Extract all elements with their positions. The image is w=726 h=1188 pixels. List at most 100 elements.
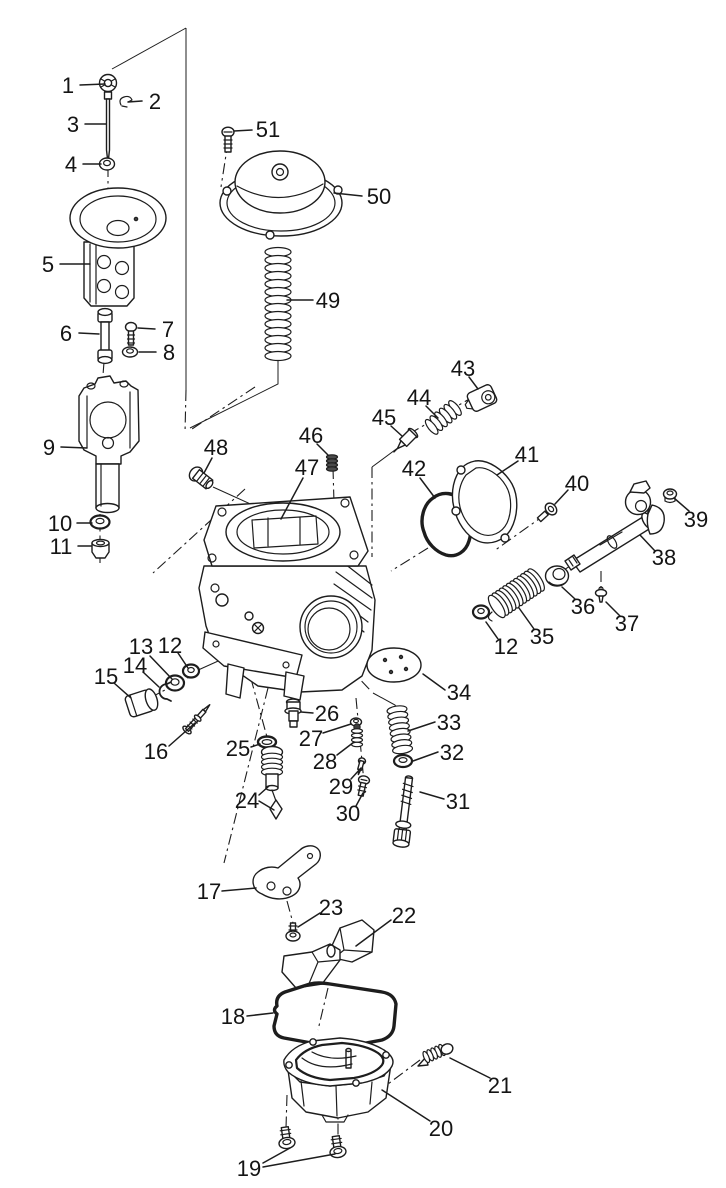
callout-43: 43 <box>451 356 479 390</box>
valve-spring-part <box>424 400 462 435</box>
callout-label-41: 41 <box>515 442 539 467</box>
shaft-nut-part <box>662 488 678 504</box>
needle-valve-part <box>393 427 419 453</box>
callout-49: 49 <box>286 288 340 313</box>
carburetor-body-part <box>198 496 376 701</box>
callout-label-37: 37 <box>615 611 639 636</box>
callout-20: 20 <box>381 1089 453 1141</box>
callout-19: 19 <box>237 1147 336 1181</box>
callout-leader-2 <box>127 100 143 103</box>
callout-leader-9 <box>60 446 88 449</box>
callout-leader-32 <box>412 751 439 762</box>
callout-label-47: 47 <box>295 455 319 480</box>
callout-label-35: 35 <box>530 624 554 649</box>
callout-28: 28 <box>313 741 355 774</box>
callout-26: 26 <box>300 701 339 726</box>
callout-leader-34 <box>422 673 446 691</box>
callout-leader-33 <box>407 721 436 732</box>
idle-spring-part <box>386 705 414 755</box>
slide-bolt-part <box>97 307 113 365</box>
callout-label-2: 2 <box>149 89 161 114</box>
callout-leader-23 <box>297 912 321 928</box>
callout-leader-14 <box>142 671 160 688</box>
callout-leader-16 <box>168 722 196 747</box>
callout-label-30: 30 <box>336 801 360 826</box>
callout-38: 38 <box>639 534 676 570</box>
callout-leader-29 <box>350 767 362 780</box>
callout-12L: 12 <box>158 633 189 669</box>
callout-label-26: 26 <box>315 701 339 726</box>
jet-needle-part <box>103 91 113 164</box>
callout-32: 32 <box>412 740 464 765</box>
callout-15: 15 <box>94 664 132 699</box>
callout-leader-28 <box>336 741 355 756</box>
callout-11: 11 <box>50 534 92 559</box>
callout-label-46: 46 <box>299 423 323 448</box>
callout-leader-12R <box>485 621 499 640</box>
callout-label-34: 34 <box>447 680 471 705</box>
callout-18: 18 <box>221 1004 274 1029</box>
float-bowl-part <box>283 1037 394 1123</box>
callout-label-21: 21 <box>488 1073 512 1098</box>
callout-47: 47 <box>280 455 319 520</box>
bracket-washer-part <box>121 346 139 358</box>
callout-39: 39 <box>673 497 708 532</box>
callout-50: 50 <box>333 184 391 209</box>
callout-label-22: 22 <box>392 903 416 928</box>
callout-leader-30 <box>355 792 364 807</box>
callout-21: 21 <box>449 1057 512 1098</box>
pilot-screw-part <box>357 775 371 797</box>
callout-leader-19 <box>262 1153 336 1168</box>
callout-label-20: 20 <box>429 1116 453 1141</box>
callout-leader-39 <box>673 497 690 512</box>
callout-leader-24 <box>258 800 275 811</box>
callout-label-9: 9 <box>43 435 55 460</box>
callout-label-8: 8 <box>163 340 175 365</box>
callout-7: 7 <box>137 317 174 342</box>
callout-51: 51 <box>233 117 280 142</box>
callout-leader-50 <box>333 192 363 197</box>
callout-label-3: 3 <box>67 112 79 137</box>
callout-label-48: 48 <box>204 435 228 460</box>
callout-label-12L: 12 <box>158 633 182 658</box>
callout-label-12R: 12 <box>494 634 518 659</box>
callout-12R: 12 <box>485 621 518 659</box>
callout-leader-22 <box>355 919 392 947</box>
drain-screw-head <box>440 1043 454 1055</box>
callout-label-28: 28 <box>313 749 337 774</box>
callout-label-24: 24 <box>235 788 259 813</box>
callout-leader-42 <box>419 477 436 499</box>
callout-leader-24 <box>258 785 270 796</box>
callout-leader-43 <box>468 376 479 390</box>
plug-screw-48-part <box>188 466 214 490</box>
callout-label-18: 18 <box>221 1004 245 1029</box>
drain-screw-threads <box>422 1043 446 1064</box>
slide-diaphragm-part <box>69 187 167 307</box>
callout-23: 23 <box>297 895 343 928</box>
bracket-pin-screw-part <box>285 922 301 942</box>
callout-label-49: 49 <box>316 288 340 313</box>
seal-washer-right-part <box>471 604 491 620</box>
return-spring-coils <box>487 568 545 619</box>
callout-10: 10 <box>48 511 93 536</box>
callout-leader-7 <box>137 327 156 330</box>
callout-30: 30 <box>336 792 364 826</box>
callout-label-32: 32 <box>440 740 464 765</box>
needle-clip-part <box>119 95 133 108</box>
callout-leader-41 <box>496 460 519 476</box>
callout-leader-1 <box>79 83 106 86</box>
pilot-spring-46-part <box>325 454 339 472</box>
callout-label-11: 11 <box>50 534 73 559</box>
callout-17: 17 <box>197 879 257 904</box>
starter-plunger-ribs <box>260 752 284 777</box>
callout-2: 2 <box>127 89 161 114</box>
callout-leader-47 <box>280 477 304 520</box>
callout-48: 48 <box>203 435 228 474</box>
callout-leader-26 <box>300 711 314 714</box>
callout-label-16: 16 <box>144 739 168 764</box>
callout-label-17: 17 <box>197 879 221 904</box>
callout-label-33: 33 <box>437 710 461 735</box>
callout-14: 14 <box>123 653 160 688</box>
callout-leader-46 <box>316 443 329 456</box>
